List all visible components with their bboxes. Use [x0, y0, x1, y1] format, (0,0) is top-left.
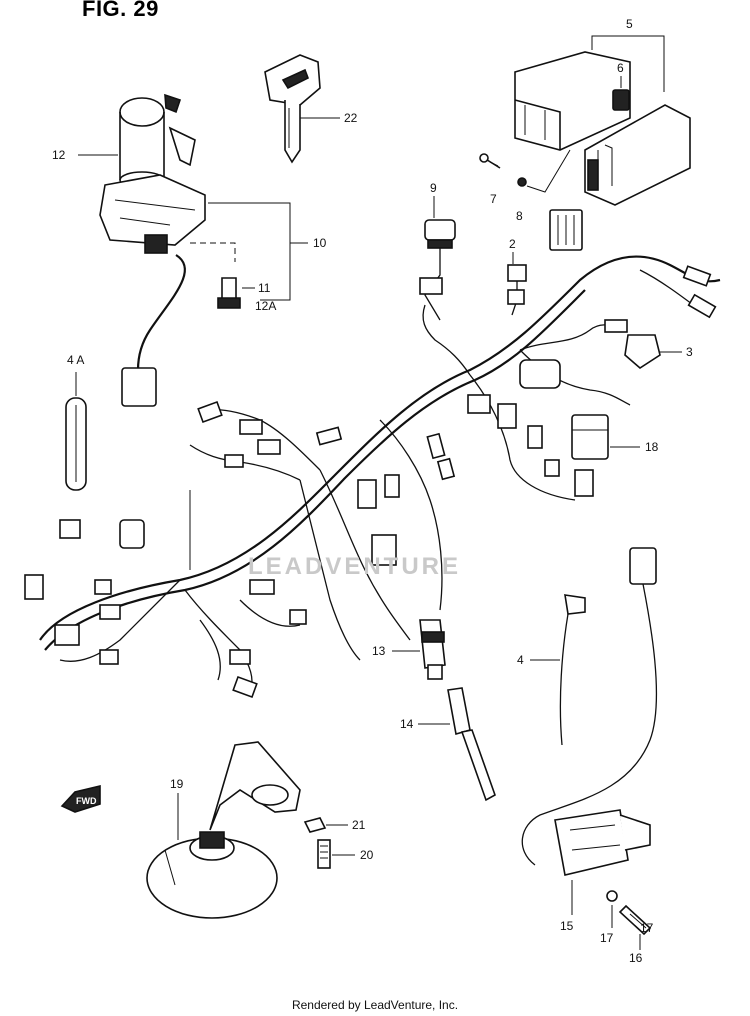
- callout-4: 4: [517, 653, 524, 667]
- part-18-relay[interactable]: [571, 414, 609, 460]
- part-6-fuse[interactable]: [612, 89, 630, 111]
- callout-6: 6: [617, 61, 624, 75]
- callout-14: 14: [400, 717, 414, 731]
- part-12-ignition-switch[interactable]: [99, 93, 206, 254]
- callout-5: 5: [626, 17, 633, 31]
- part-5-control-unit[interactable]: [514, 51, 691, 206]
- part-3-cap[interactable]: [624, 334, 661, 369]
- fwd-label: FWD: [76, 796, 97, 806]
- part-13-switch[interactable]: [419, 619, 446, 680]
- harness-connectors[interactable]: [24, 265, 717, 699]
- footer-credit: Rendered by LeadVenture, Inc.: [291, 998, 459, 1012]
- callout-10: 10: [313, 236, 327, 250]
- ignition-connector[interactable]: [121, 367, 157, 407]
- callout-18: 18: [645, 440, 659, 454]
- ignition-switch-wire: [136, 254, 186, 371]
- watermark: LEADVENTURE: [248, 553, 462, 580]
- callout-2: 2: [509, 237, 516, 251]
- part-15-sensor[interactable]: [521, 547, 658, 876]
- callout-13: 13: [372, 644, 386, 658]
- part-19-horn[interactable]: [146, 741, 301, 919]
- part-20-bolt[interactable]: [317, 839, 331, 869]
- fwd-arrow-icon: FWD: [60, 784, 101, 813]
- leader-8: [526, 149, 571, 193]
- harness-connector-top[interactable]: [549, 209, 583, 251]
- part-17-washer[interactable]: [606, 890, 618, 902]
- callout-21: 21: [352, 818, 366, 832]
- part-21-washer[interactable]: [303, 817, 327, 833]
- figure-title: FIG. 29: [82, 0, 159, 21]
- part-4A-strap[interactable]: [65, 397, 87, 491]
- part-4-band[interactable]: [559, 594, 586, 746]
- callout-17-b: 17: [640, 921, 654, 935]
- part-22-key[interactable]: [264, 54, 321, 164]
- callout-4A: 4 A: [67, 353, 84, 367]
- leader-10-dashed: [190, 242, 236, 262]
- callout-17-a: 17: [600, 931, 614, 945]
- callout-9: 9: [430, 181, 437, 195]
- leader-5: [591, 35, 665, 92]
- callout-3: 3: [686, 345, 693, 359]
- leader-10: [208, 202, 291, 301]
- part-11-bolt[interactable]: [217, 277, 241, 309]
- callout-12: 12: [52, 148, 66, 162]
- part-2-relay[interactable]: [507, 264, 527, 316]
- callout-12A: 12A: [255, 299, 276, 313]
- part-14-boot[interactable]: [447, 687, 496, 802]
- callout-8: 8: [516, 209, 523, 223]
- part-16-bolt[interactable]: [618, 904, 652, 936]
- part-9-switch[interactable]: [419, 219, 456, 321]
- callout-19: 19: [170, 777, 184, 791]
- callout-20: 20: [360, 848, 374, 862]
- part-7-bolt[interactable]: [479, 153, 501, 169]
- callout-22: 22: [344, 111, 358, 125]
- callout-15: 15: [560, 919, 574, 933]
- callout-11: 11: [258, 281, 271, 295]
- callout-16: 16: [629, 951, 643, 965]
- callout-7: 7: [490, 192, 497, 206]
- part-8-washer[interactable]: [517, 177, 527, 187]
